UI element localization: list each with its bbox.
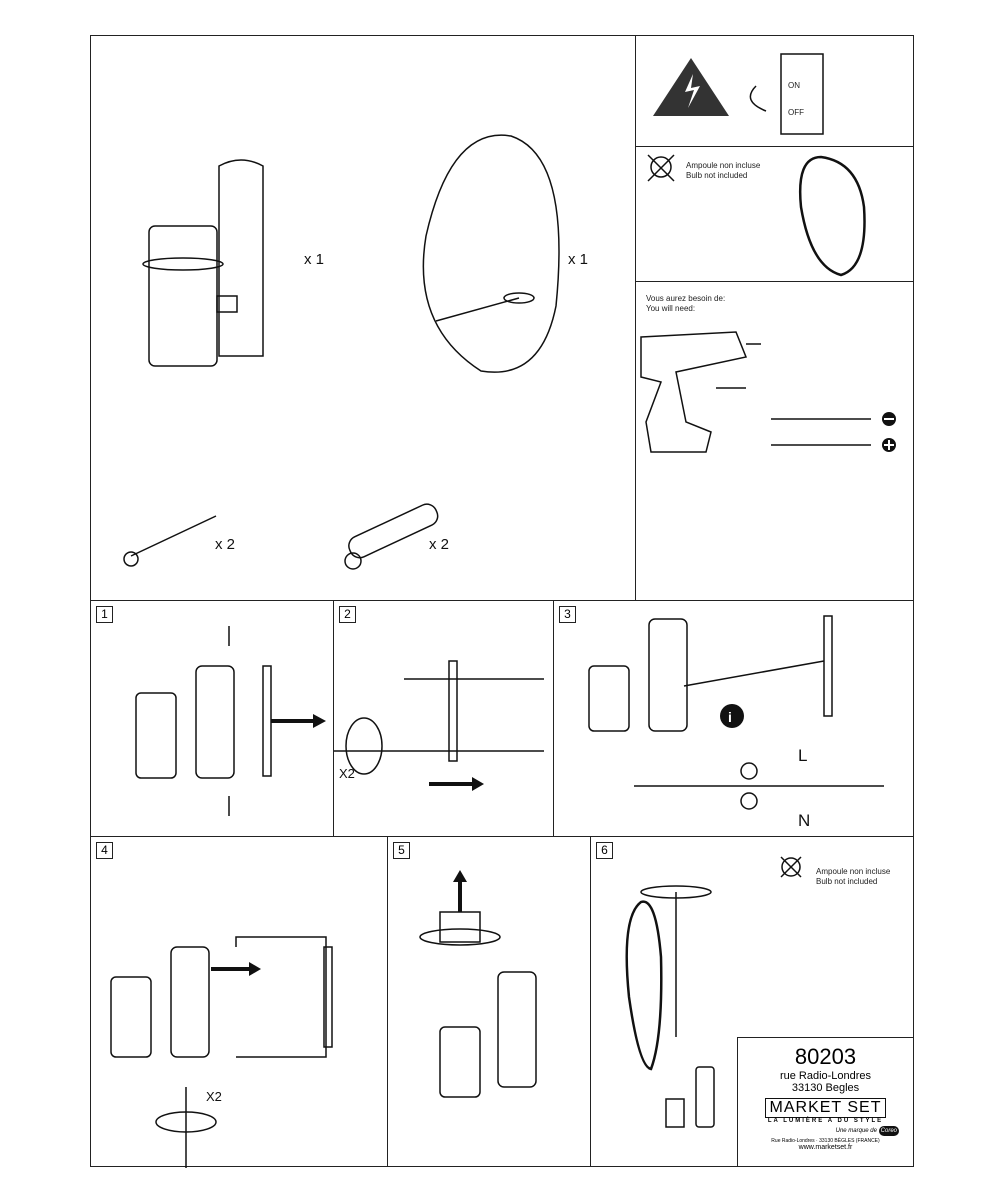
tools-text: Vous aurez besoin de:You will need: [646,294,725,314]
shade-quantity: x 1 [568,251,589,268]
product-reference: 80203 [794,1044,857,1069]
safety-panel: ON OFF [635,35,914,147]
full-address: Rue Radio-Londres · 33130 BÈGLES (FRANCE… [771,1138,880,1144]
step-4-illustration [110,936,333,1168]
group-text: Une marque de Coreo [738,1126,913,1136]
bulb-notice-en: Bulb not included [816,877,878,886]
breaker-on-label: ON [788,81,800,90]
repeat-label: X2 [206,1089,222,1104]
tools-panel: Vous aurez besoin de:You will need: [635,281,914,601]
live-wire-label: L [798,746,808,765]
wall-plug-quantity: x 2 [429,536,450,553]
step-3-illustration: i [588,615,884,810]
repeat-label: X2 [339,766,355,781]
step-1-illustration [135,626,326,816]
step-number: 6 [596,842,613,859]
step-number: 1 [96,606,113,623]
group-logo: Coreo [878,1126,899,1136]
tools-en: You will need: [646,304,696,313]
step-number: 3 [559,606,576,623]
step-number: 2 [339,606,356,623]
tools-fr: Vous aurez besoin de: [646,294,726,303]
product-info-box: 80203 rue Radio-Londres 33130 Begles MAR… [737,1037,914,1167]
step-1-panel: 1 [90,600,334,837]
bulb-notice-fr: Ampoule non incluse [686,161,761,170]
lamp-quantity: x 1 [304,251,325,268]
warning-icon [653,53,824,135]
street: rue Radio-Londres [779,1070,872,1082]
city: 33130 Begles [791,1082,860,1094]
bulb-notice-fr: Ampoule non incluse [816,867,891,876]
step-2-illustration [334,660,544,791]
website-link[interactable]: www.marketset.fr [798,1144,853,1151]
parts-illustration [123,134,560,570]
group-label: Une marque de [835,1128,877,1134]
step-5-panel: 5 [387,836,591,1167]
screw-quantity: x 2 [215,536,236,553]
neutral-wire-label: N [798,811,811,830]
parts-panel: x 1 x 1 x 2 x 2 [90,35,636,601]
brand-logo: MARKET SET [764,1098,887,1118]
step-4-panel: 4 X2 [90,836,388,1168]
step-number: 5 [393,842,410,859]
step-6-illustration [625,856,802,1128]
bulb-notice-en: Bulb not included [686,171,748,180]
step-2-panel: 2 X2 [333,600,554,837]
bulb-not-included-icon [647,154,866,277]
drill-and-screwdrivers-icon [640,331,896,453]
step-3-panel: 3 i L N [553,600,914,837]
step-5-illustration [419,870,537,1098]
step-number: 4 [96,842,113,859]
svg-text:i: i [728,709,732,725]
breaker-off-label: OFF [788,108,804,117]
brand-tagline: LA LUMIÈRE A DU STYLE [767,1118,884,1124]
